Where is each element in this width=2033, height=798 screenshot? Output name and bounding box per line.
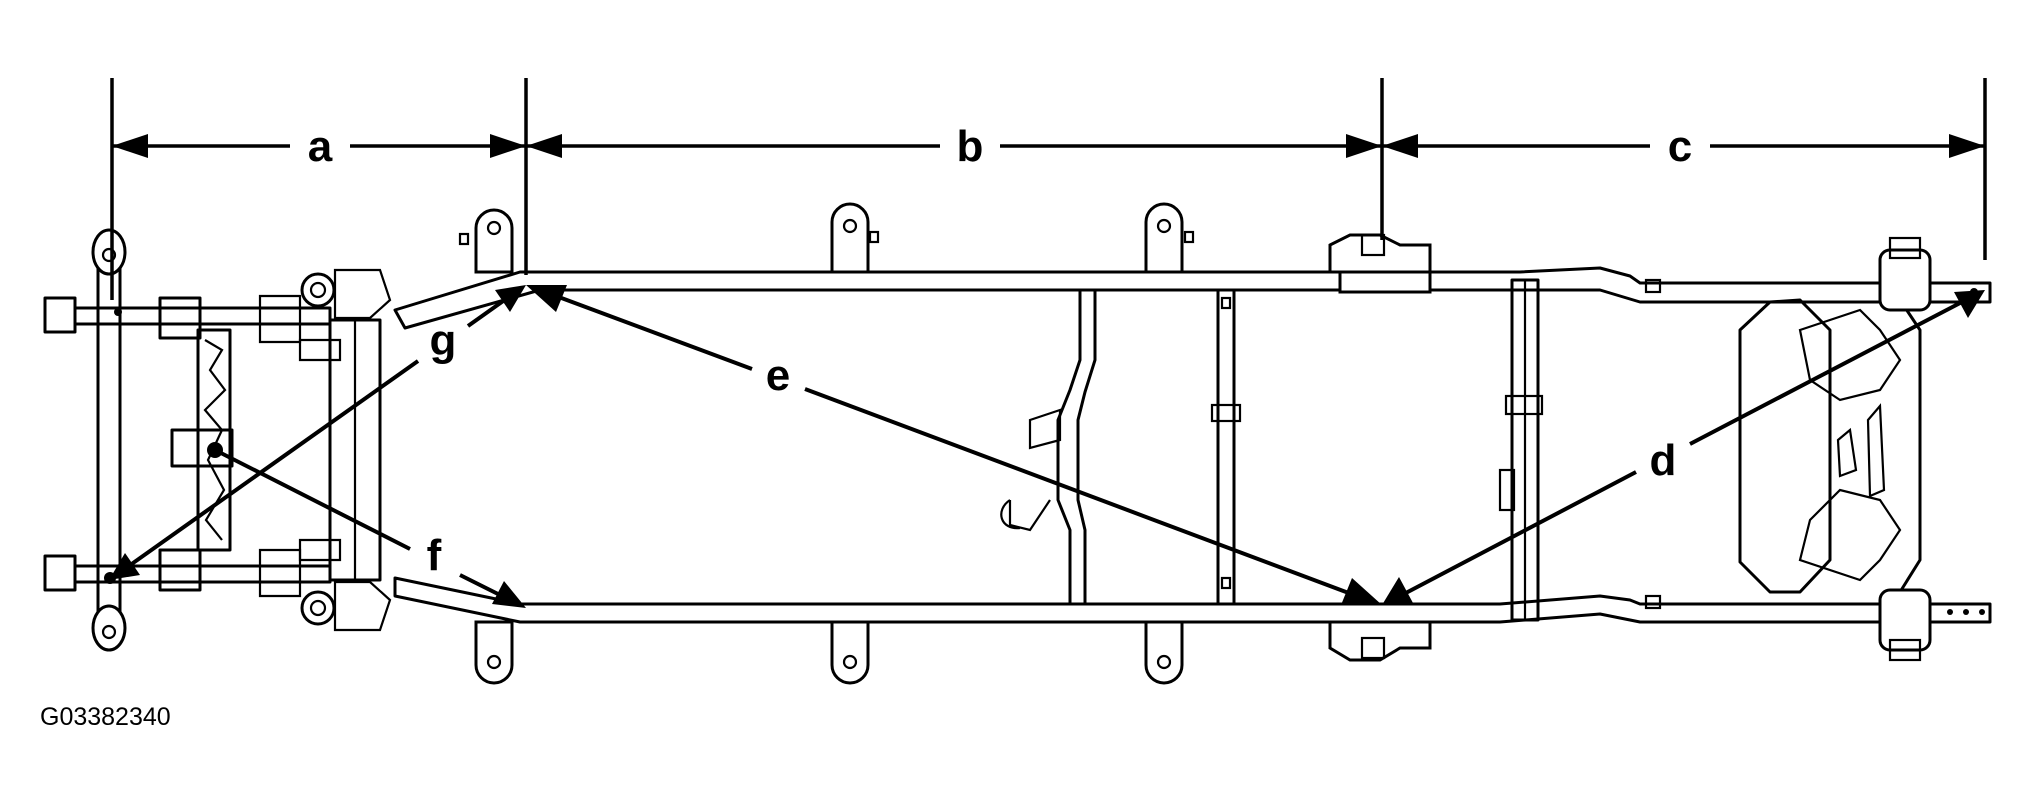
label-b: b bbox=[957, 122, 984, 171]
rear-x-crossmember bbox=[1738, 236, 1932, 662]
lower-body-mounts bbox=[474, 620, 1184, 685]
suspension-crossmember bbox=[196, 328, 232, 552]
upper-body-mounts bbox=[458, 202, 1195, 274]
diagonal-f-upper bbox=[214, 448, 411, 551]
diagonal-e-rear bbox=[804, 387, 1363, 600]
lower-side-rail bbox=[393, 576, 1992, 624]
label-a: a bbox=[308, 122, 333, 171]
upper-spring-seat bbox=[300, 272, 336, 308]
diagonal-e-front bbox=[547, 291, 753, 371]
diagonal-f-lower bbox=[459, 573, 505, 599]
diagonal-g-lower bbox=[124, 359, 420, 570]
figure-id: G03382340 bbox=[40, 703, 171, 731]
front-left-bracket-lower bbox=[43, 554, 77, 592]
dimension-lines bbox=[110, 78, 1987, 300]
front-mount-ear-bottom bbox=[91, 604, 127, 652]
reference-point-center-mount bbox=[207, 442, 223, 458]
diagonal-g-upper bbox=[466, 297, 508, 328]
diagonal-d-lower bbox=[1401, 470, 1637, 597]
label-e: e bbox=[766, 351, 790, 400]
vehicle-frame-drawing bbox=[43, 202, 1992, 685]
rear-spring-hangers bbox=[1328, 233, 1432, 662]
diagonal-d-upper bbox=[1689, 300, 1963, 446]
label-f: f bbox=[427, 531, 442, 580]
mid-crossmember bbox=[1216, 288, 1236, 606]
center-crossmember bbox=[1056, 290, 1097, 604]
reference-point-front-lower bbox=[104, 572, 116, 584]
front-upper-rail bbox=[75, 306, 332, 326]
diagonal-lines bbox=[104, 285, 1985, 608]
lower-spring-seat bbox=[300, 590, 336, 626]
label-c: c bbox=[1668, 122, 1692, 171]
labels: a b c d e f g G03382340 bbox=[40, 122, 1692, 731]
label-g: g bbox=[430, 316, 457, 365]
center-mount-block bbox=[170, 428, 234, 468]
front-mount-ear-top bbox=[91, 228, 127, 276]
front-left-bracket-upper bbox=[43, 296, 77, 334]
upper-side-rail bbox=[393, 266, 1992, 330]
label-d: d bbox=[1650, 436, 1677, 485]
